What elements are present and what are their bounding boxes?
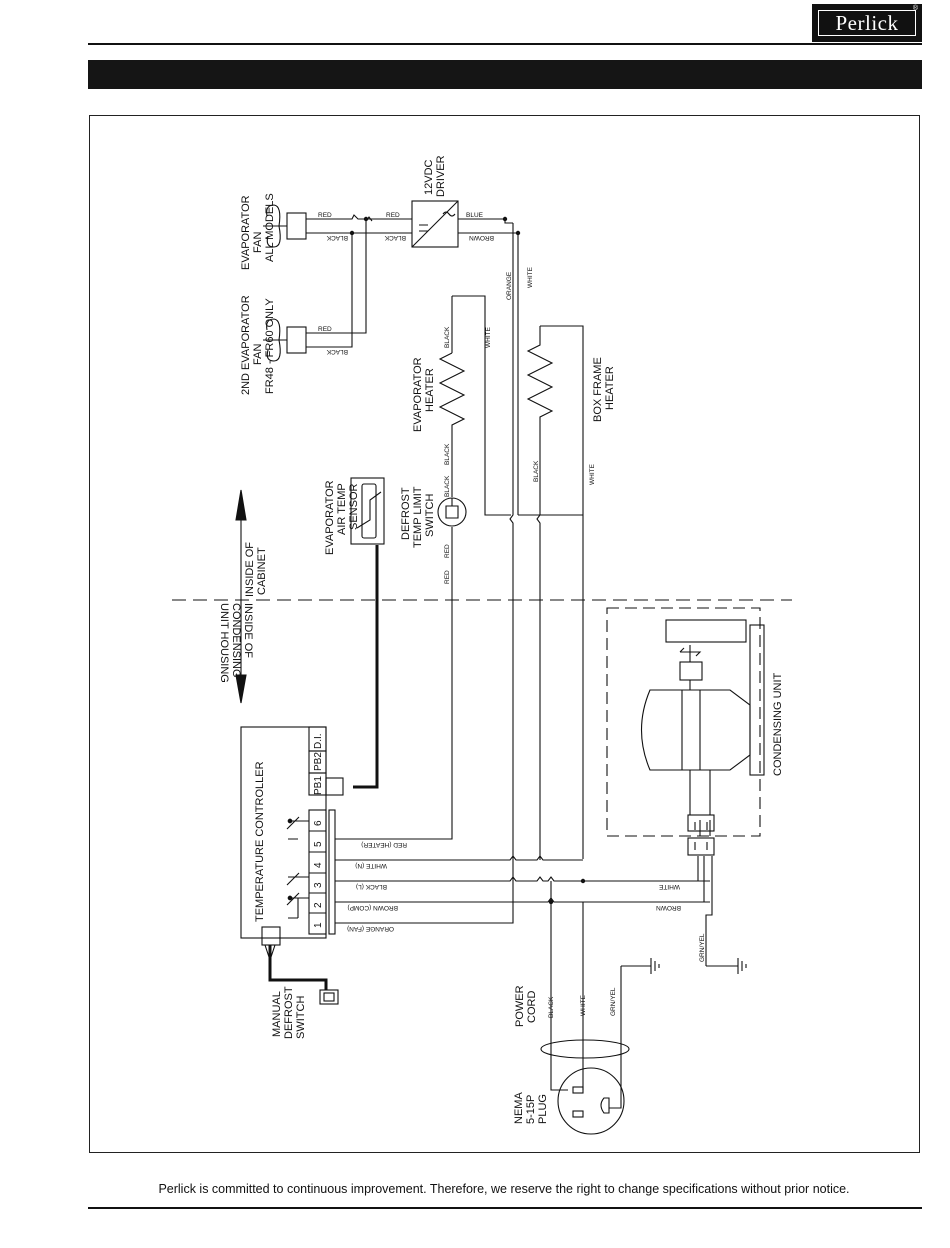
wire-label-red: RED <box>444 544 451 558</box>
wire-label-grn-yel: GRN/YEL <box>610 987 617 1016</box>
fan2-label-1: 2ND EVAPORATOR <box>240 295 252 395</box>
nema-label-2: 5-15P <box>525 1095 537 1124</box>
fan1-label-1: EVAPORATOR <box>240 195 252 270</box>
wire-label-black: BLACK <box>326 348 348 355</box>
wire-label-orange: ORANGE <box>506 271 513 300</box>
evap-heater-label-1: EVAPORATOR <box>412 357 424 432</box>
wire-label-black: BLACK <box>533 460 540 482</box>
nema-plug-icon <box>557 1067 625 1135</box>
manual-defrost-label-1: MANUAL <box>271 991 283 1037</box>
header-rule <box>88 43 922 45</box>
wire-label-blue: BLUE <box>466 212 484 219</box>
dc-driver-box <box>411 200 459 248</box>
sensor-label-2: AIR TEMP <box>336 483 348 535</box>
wire-label-black: BLACK <box>326 234 348 241</box>
wire-label-red-heater: RED (HEATER) <box>361 841 407 848</box>
driver-label-2: DRIVER <box>435 155 447 197</box>
wire-label-white: WHITE <box>658 883 680 890</box>
terminal-6: 6 <box>313 820 324 826</box>
power-cord-loop <box>540 1039 630 1059</box>
inside-cabinet-label-2: CABINET <box>256 547 268 595</box>
inside-cond-label-2: CONDENSING <box>230 603 242 678</box>
footer-notice: Perlick is committed to continuous impro… <box>158 1182 850 1196</box>
wire-label-white-n: WHITE (N) <box>355 862 387 869</box>
inside-cond-label-1: INSIDE OF <box>242 603 254 658</box>
defrost-limit-label-3: SWITCH <box>424 494 436 537</box>
terminal-1: 1 <box>313 922 324 928</box>
wire-label-black: BLACK <box>548 996 555 1018</box>
condensing-unit-box <box>606 607 765 856</box>
wire-label-black: BLACK <box>444 443 451 465</box>
wire-label-red: RED <box>318 326 332 333</box>
wire-label-white: WHITE <box>580 994 587 1016</box>
manual-defrost-label-3: SWITCH <box>295 996 307 1039</box>
box-heater-label-2: HEATER <box>604 366 616 410</box>
wire-label-white: WHITE <box>589 463 596 485</box>
wire-label-white: WHITE <box>485 326 492 348</box>
ground-symbol-left <box>650 958 660 974</box>
temp-controller-label: TEMPERATURE CONTROLLER <box>254 761 266 922</box>
logo-text: Perlick <box>835 10 899 35</box>
terminal-4: 4 <box>313 862 324 868</box>
power-cord-label-2: CORD <box>526 991 538 1023</box>
terminal-5: 5 <box>313 841 324 847</box>
wire-label-black: BLACK <box>444 475 451 497</box>
fan2-label-2: FAN <box>252 344 264 365</box>
inside-cabinet-label-1: INSIDE OF <box>244 542 256 597</box>
nema-label-1: NEMA <box>513 1092 525 1124</box>
wire-label-black-l: BLACK (L) <box>356 883 387 890</box>
fan1-label-3: ALL MODELS <box>264 193 276 262</box>
wire-label-white: WHITE <box>527 266 534 288</box>
sensor-label-1: EVAPORATOR <box>324 480 336 555</box>
wiring-diagram-frame <box>89 115 920 1153</box>
nema-label-3: PLUG <box>537 1094 549 1124</box>
power-cord-label-1: POWER <box>514 985 526 1027</box>
evaporator-fan-icon <box>263 204 307 248</box>
wire-junctions <box>349 216 586 905</box>
defrost-limit-label-2: TEMP LIMIT <box>412 486 424 548</box>
wire-label-brown: BROWN <box>656 904 681 911</box>
fan2-label-3: FR48 - FR60 ONLY <box>264 298 276 394</box>
wire-label-red: RED <box>318 212 332 219</box>
di-label: D.I. <box>313 733 324 749</box>
registered-mark: ® <box>912 5 918 12</box>
cabinet-divider <box>172 489 792 704</box>
box-heater-label-1: BOX FRAME <box>592 357 604 422</box>
wire-label-orange-fan: ORANGE (FAN) <box>347 925 394 932</box>
defrost-limit-label-1: DEFROST <box>400 487 412 540</box>
wire-label-brown-comp: BROWN (COMP) <box>347 904 398 911</box>
wire-label-grn-yel: GRN/YEL <box>699 933 706 962</box>
section-title-bar <box>88 60 922 89</box>
wire-label-red: RED <box>386 212 400 219</box>
labels: EVAPORATOR FAN ALL MODELS 2ND EVAPORATOR… <box>218 155 784 1124</box>
pb1-label: PB1 <box>313 776 324 795</box>
wire-network <box>268 214 738 1109</box>
wire-label-brown: BROWN <box>469 234 494 241</box>
evap-heater-label-2: HEATER <box>424 368 436 412</box>
terminal-2: 2 <box>313 902 324 908</box>
wire-label-black: BLACK <box>384 234 406 241</box>
inside-cond-label-3: UNIT HOUSING <box>218 603 230 683</box>
wire-label-black: BLACK <box>444 326 451 348</box>
perlick-logo: Perlick ® <box>812 4 922 42</box>
wire-label-red: RED <box>444 570 451 584</box>
manual-defrost-label-2: DEFROST <box>283 986 295 1039</box>
terminal-3: 3 <box>313 882 324 888</box>
fan1-label-2: FAN <box>252 232 264 253</box>
driver-label-1: 12VDC <box>423 159 435 195</box>
condensing-unit-label: CONDENSING UNIT <box>772 672 784 776</box>
ground-symbol-right <box>737 958 747 974</box>
sensor-label-3: SENSOR <box>348 483 360 530</box>
second-evaporator-fan-icon <box>263 318 307 362</box>
pb2-label: PB2 <box>313 752 324 771</box>
defrost-limit-switch-icon <box>437 497 467 527</box>
temperature-controller-box <box>240 726 344 1005</box>
air-temp-sensor-icon <box>350 477 385 545</box>
footer-rule <box>88 1207 922 1209</box>
